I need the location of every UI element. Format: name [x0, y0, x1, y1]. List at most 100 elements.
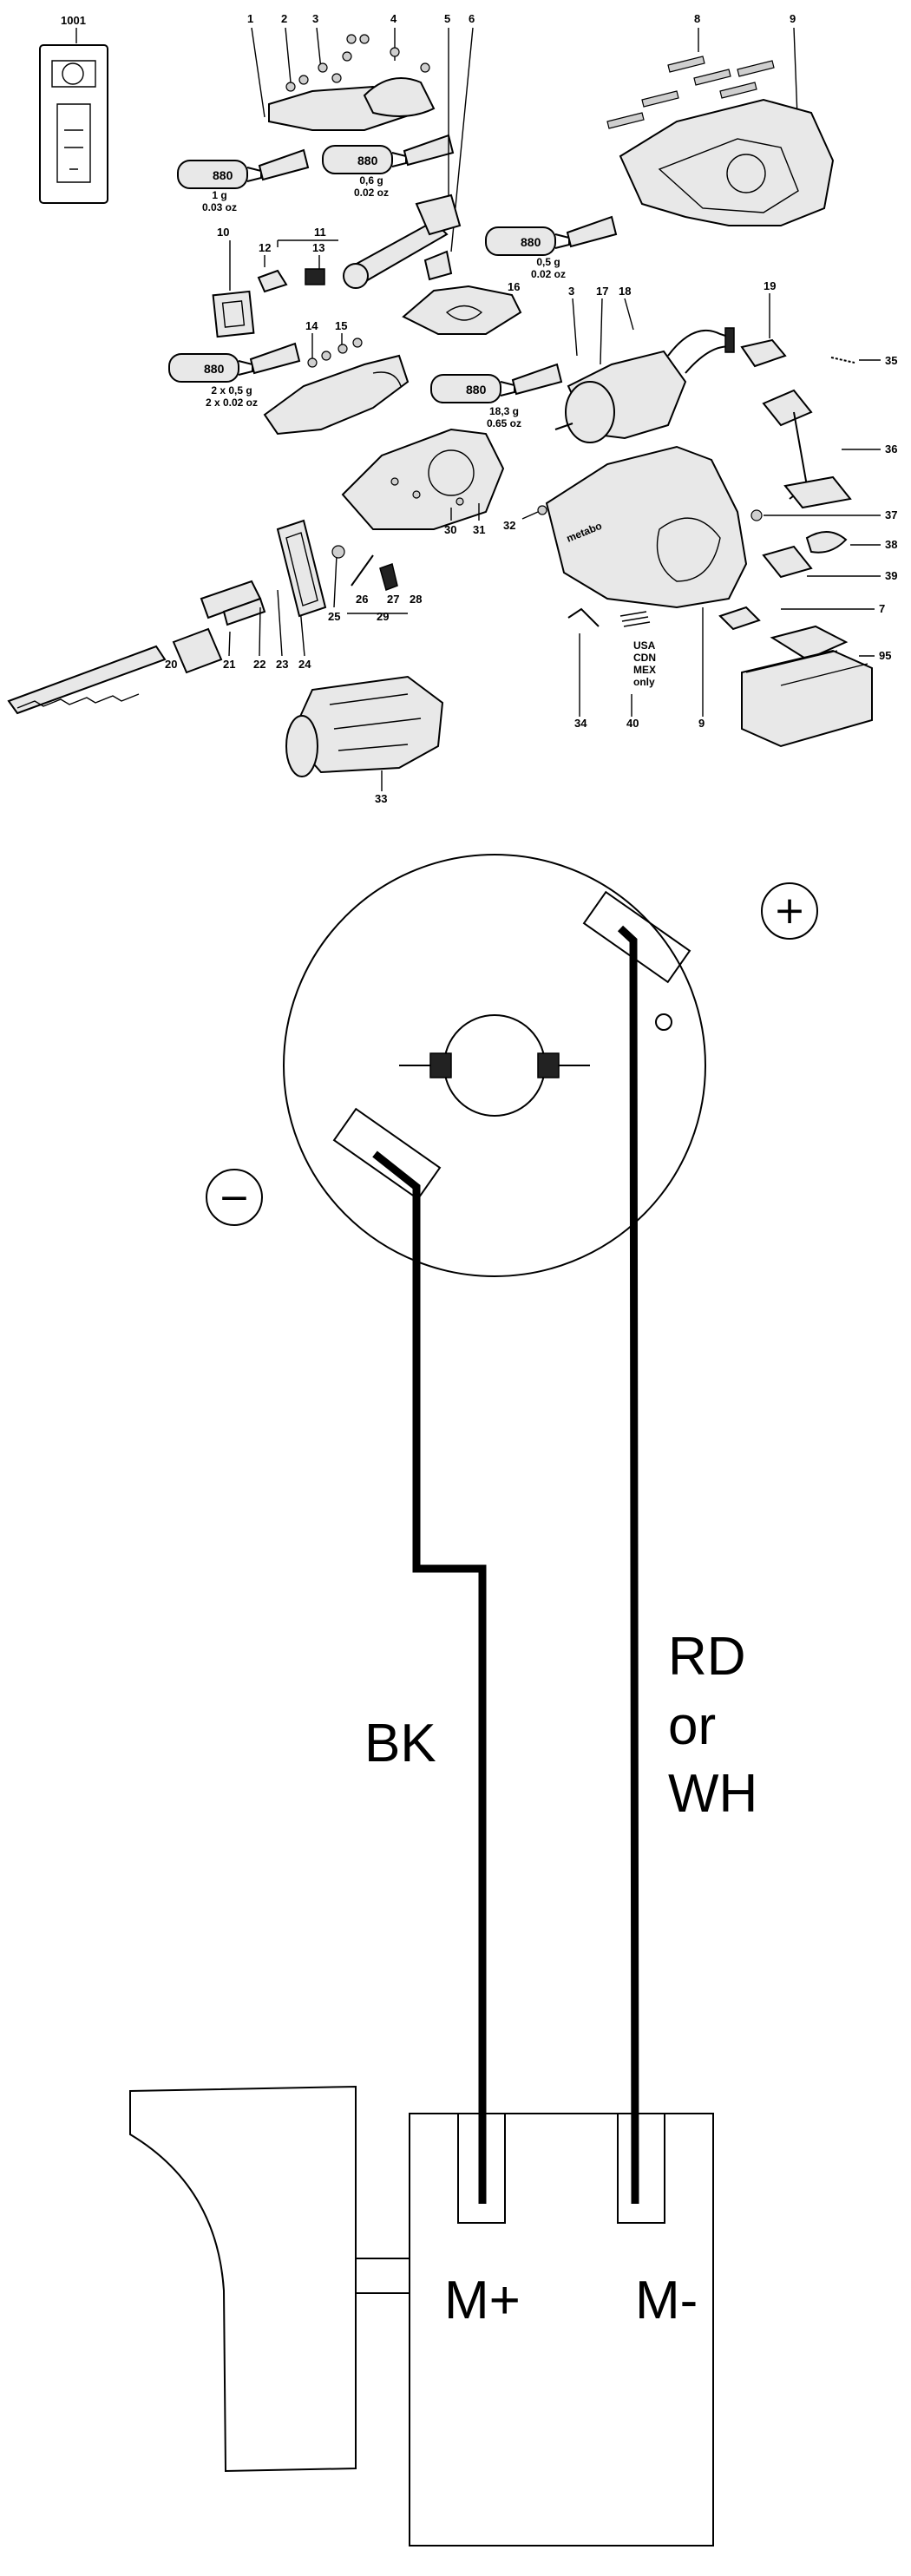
- minus-symbol-circle: [206, 1169, 263, 1226]
- parts-1-4[interactable]: 1 2 3 4: [247, 12, 436, 131]
- part-number-14: 14: [305, 319, 318, 332]
- brush-right: [537, 1052, 560, 1078]
- parts-10-13[interactable]: 10 11 12 13: [212, 226, 338, 338]
- tube-code: 880: [466, 383, 487, 397]
- region-note-line: MEX: [633, 664, 656, 676]
- tube-amount: 18,3 g: [489, 405, 519, 417]
- part-33-sleeve[interactable]: 33: [285, 675, 444, 805]
- part-number-15: 15: [335, 319, 347, 332]
- part-number-12: 12: [259, 241, 271, 254]
- part-number-27: 27: [387, 593, 399, 606]
- part-number-24: 24: [298, 658, 311, 671]
- region-note-line: CDN: [633, 652, 656, 664]
- part-1001[interactable]: 1001: [39, 14, 108, 204]
- part-number-8: 8: [694, 12, 700, 25]
- plus-symbol-circle: [761, 882, 818, 940]
- part-number-21: 21: [223, 658, 235, 671]
- plus-symbol: +: [774, 888, 806, 933]
- part-number-18: 18: [619, 285, 631, 298]
- trigger: [129, 2085, 357, 2473]
- part-number-9: 9: [790, 12, 796, 25]
- terminal-label-m-plus: M+: [444, 2271, 521, 2330]
- part-number-1: 1: [247, 12, 253, 25]
- part-number-1001: 1001: [61, 14, 86, 27]
- tube-amount-oz: 0.65 oz: [487, 417, 521, 429]
- parts-front-housing[interactable]: 32 metabo 9 7 95 34 40 USA CDN: [503, 445, 891, 748]
- part-number-7: 7: [879, 602, 885, 615]
- part-number-33: 33: [375, 792, 387, 805]
- grease-tube-3[interactable]: 880 0,5 g 0.02 oz: [485, 215, 618, 280]
- tube-code: 880: [357, 154, 378, 167]
- blade-and-clamp[interactable]: 20 21 22 23 24: [7, 519, 327, 715]
- part-number-29: 29: [377, 610, 389, 623]
- part-number-40: 40: [626, 717, 639, 730]
- plus-terminal: +: [582, 882, 818, 984]
- part-number-16: 16: [508, 280, 520, 293]
- part-number-3: 3: [312, 12, 318, 25]
- region-note: USA CDN MEX only: [633, 639, 656, 688]
- motor-outline: [283, 854, 706, 1277]
- parts-19-35-36[interactable]: 19 35 36: [740, 279, 897, 509]
- grease-tube-1[interactable]: 880 1 g 0.03 oz: [177, 148, 310, 213]
- part-number-17: 17: [596, 285, 608, 298]
- parts-8-9-housing[interactable]: 8 9: [606, 12, 835, 226]
- tube-amount: 0,5 g: [536, 256, 560, 268]
- part-number-9b: 9: [698, 717, 705, 730]
- tube-amount-oz: 0.03 oz: [202, 201, 237, 213]
- part-number-23: 23: [276, 658, 288, 671]
- part-number-4: 4: [390, 12, 397, 25]
- region-note-line: USA: [633, 639, 656, 652]
- parts-14-15[interactable]: 14 15: [263, 319, 410, 436]
- part-number-95: 95: [879, 649, 891, 662]
- wire-label-or: or: [668, 1696, 716, 1756]
- grease-tube-4[interactable]: 880 2 x 0,5 g 2 x 0.02 oz: [168, 342, 301, 409]
- tube-amount: 1 g: [212, 189, 226, 201]
- trigger-plunger: [355, 2258, 410, 2294]
- tube-amount-oz: 0.02 oz: [354, 187, 389, 199]
- switch-box: [409, 2113, 714, 2547]
- wiring-diagram: + − BK RD or WH M+ M-: [129, 854, 818, 2547]
- part-number-31: 31: [473, 523, 485, 536]
- parts-37-38-39[interactable]: 37 38 39: [750, 508, 897, 582]
- gearbox-assembly[interactable]: 30 31 26 27 28 29 25: [328, 428, 505, 623]
- wire-label-rd: RD: [668, 1627, 746, 1687]
- part-number-35: 35: [885, 354, 897, 367]
- armature: [443, 1014, 546, 1117]
- part-number-20: 20: [165, 658, 177, 671]
- part-number-37: 37: [885, 508, 897, 521]
- part-number-13: 13: [312, 241, 324, 254]
- tube-amount: 0,6 g: [359, 174, 383, 187]
- minus-symbol: −: [219, 1176, 251, 1220]
- part-number-34: 34: [574, 717, 587, 730]
- part-number-28: 28: [410, 593, 422, 606]
- part-number-5: 5: [444, 12, 450, 25]
- part-number-25: 25: [328, 610, 340, 623]
- part-number-6: 6: [469, 12, 475, 25]
- part-number-2: 2: [281, 12, 287, 25]
- terminal-plus: [457, 2113, 506, 2224]
- terminal-label-m-minus: M-: [635, 2271, 698, 2330]
- part-number-39: 39: [885, 569, 897, 582]
- part-number-3b: 3: [568, 285, 574, 298]
- exploded-view: 1001 1 2 3 4 880: [7, 12, 897, 805]
- tube-code: 880: [521, 235, 541, 249]
- grease-tube-2[interactable]: 880 0,6 g 0.02 oz: [322, 134, 455, 199]
- parts-3-17-18-motor[interactable]: 3 17 18: [554, 285, 735, 443]
- parts-5-6[interactable]: 5 6: [343, 12, 475, 289]
- wire-label-wh: WH: [668, 1764, 757, 1824]
- part-number-22: 22: [253, 658, 265, 671]
- wire-red-white: [617, 925, 639, 2205]
- part-number-38: 38: [885, 538, 897, 551]
- grease-tube-5[interactable]: 880 18,3 g 0.65 oz: [430, 363, 563, 429]
- part-number-10: 10: [217, 226, 229, 239]
- minus-terminal: −: [206, 1107, 442, 1226]
- tube-amount-oz: 2 x 0.02 oz: [206, 397, 258, 409]
- part-number-30: 30: [444, 523, 456, 536]
- part-16[interactable]: 16: [402, 280, 522, 335]
- wire-label-bk: BK: [364, 1714, 436, 1773]
- tube-code: 880: [204, 362, 225, 376]
- tube-code: 880: [213, 168, 233, 182]
- region-note-line: only: [633, 676, 655, 688]
- tube-amount: 2 x 0,5 g: [211, 384, 252, 397]
